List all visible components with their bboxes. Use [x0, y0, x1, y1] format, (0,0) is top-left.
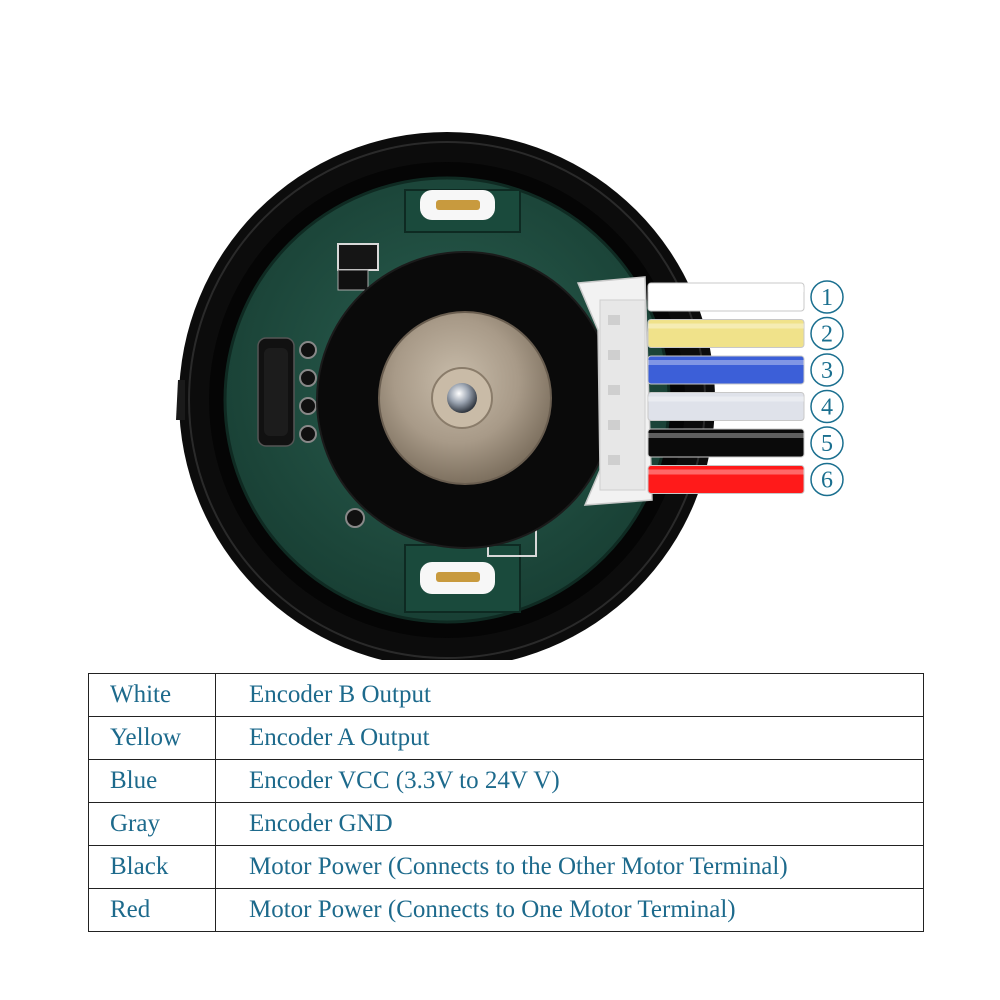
- pin-number-label: 3: [821, 358, 833, 384]
- wire-color-cell: White: [88, 673, 216, 717]
- wire-highlight: [648, 323, 804, 329]
- wire-color-cell: Red: [88, 888, 216, 932]
- wires: [647, 282, 805, 494]
- pin-number-circle: [810, 316, 844, 351]
- wire-color-cell: Gray: [88, 802, 216, 846]
- wire-5: [647, 428, 805, 458]
- wire-highlight: [648, 469, 804, 475]
- wire-color-cell: Yellow: [88, 716, 216, 760]
- pin-number-label: 6: [821, 468, 833, 494]
- wire-6: [647, 465, 805, 494]
- mounting-slot-bottom: [404, 544, 521, 613]
- wire-connector: [576, 276, 653, 506]
- mounting-slot-top: [404, 189, 521, 233]
- header-pins: [257, 337, 317, 447]
- pin-number-circle: [810, 353, 844, 387]
- wire-function-cell: Encoder B Output: [215, 673, 924, 717]
- wire-highlight: [648, 287, 804, 292]
- wire-color-cell: Black: [88, 845, 216, 889]
- pin-number-label: 2: [821, 322, 833, 348]
- wire-function-cell: Encoder A Output: [215, 716, 924, 760]
- pin-number-circle: [810, 389, 844, 424]
- wire-function-cell: Encoder GND: [215, 802, 924, 846]
- encoder-motor-illustration: 1 2 3 4 5 6: [176, 132, 844, 660]
- wire-function-cell: Motor Power (Connects to One Motor Termi…: [215, 888, 924, 932]
- wire-2: [647, 319, 805, 348]
- pin-number-label: 5: [821, 431, 833, 457]
- shaft-disc: [378, 311, 552, 485]
- wire-3: [647, 355, 805, 385]
- pin-number-label: 1: [821, 285, 833, 311]
- pin-number-circle: [810, 426, 844, 460]
- pin-labels: 1 2 3 4 5 6: [810, 280, 844, 497]
- wire-highlight: [648, 360, 804, 365]
- wire-color-cell: Blue: [88, 759, 216, 803]
- wire-function-cell: Encoder VCC (3.3V to 24V V): [215, 759, 924, 803]
- wire-4: [647, 392, 805, 421]
- pin-number-label: 4: [821, 395, 833, 421]
- wire-function-cell: Motor Power (Connects to the Other Motor…: [215, 845, 924, 889]
- wire-highlight: [648, 396, 804, 402]
- pin-number-circle: [810, 462, 844, 497]
- pin-number-circle: [810, 280, 844, 314]
- wire-highlight: [648, 433, 804, 438]
- wire-1: [647, 282, 805, 312]
